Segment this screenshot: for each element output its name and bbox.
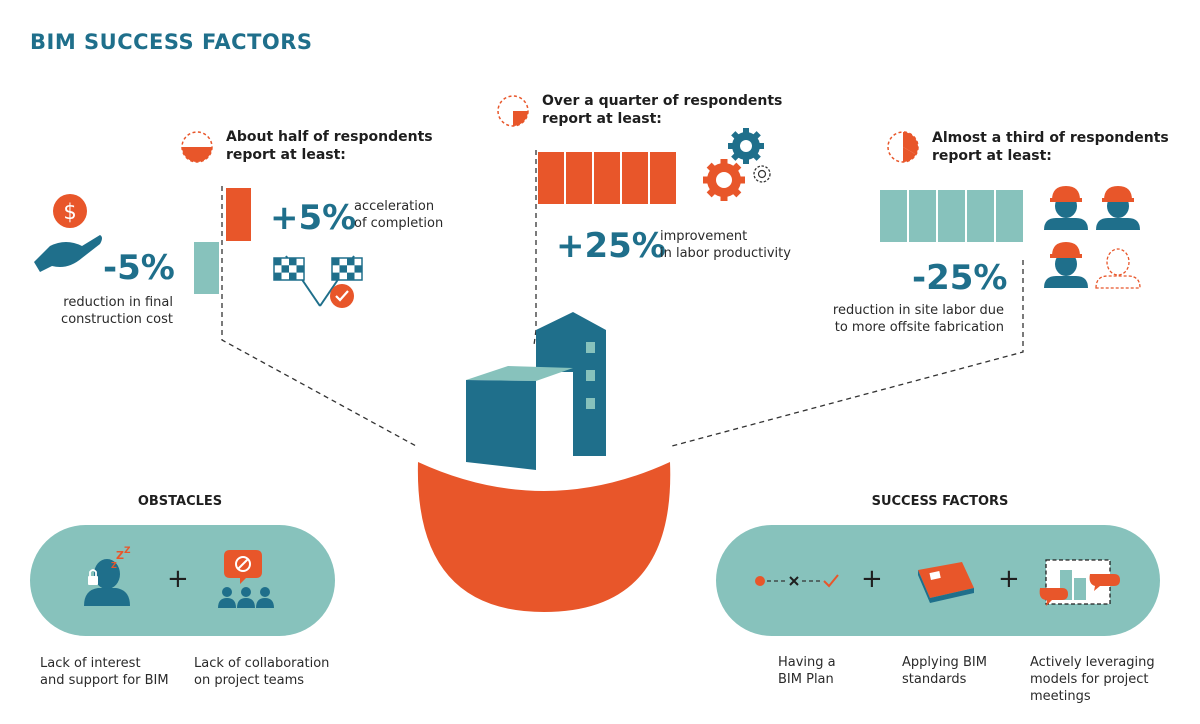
svg-text:Z: Z [124,546,131,556]
obstacles-heading: OBSTACLES [137,494,223,509]
svg-text:$: $ [63,200,76,224]
plan-path-icon [755,574,839,588]
connector-line-left [221,186,417,447]
workers-icon [1044,186,1141,289]
sleeping-person-icon: Z Z Z [84,546,131,606]
half-fill-icon [181,131,213,163]
plus-sign: + [167,564,189,594]
schedule-bar [226,188,251,241]
plus-sign: + [861,564,883,594]
plus-sign: + [998,564,1020,594]
productivity-value: +25% [556,226,666,266]
success-heading: SUCCESS FACTORS [871,494,1009,509]
quarter-fill-icon [497,95,529,127]
model-meeting-icon [1039,559,1120,606]
obstacles-pill [30,525,335,636]
quarter-bars [538,152,676,204]
svg-text:Z: Z [111,561,117,570]
buildings-icon [466,312,606,470]
site-labor-value: -25% [912,258,1008,298]
cost-value: -5% [103,248,175,288]
bowl-icon [417,462,671,612]
schedule-value: +5% [270,198,357,238]
no-communication-icon [218,550,274,608]
hand-money-icon: $ [34,194,102,272]
connector-line-right [671,260,1024,447]
third-bars [880,190,1023,242]
book-icon [918,562,974,603]
svg-text:Z: Z [116,549,124,562]
page-title: BIM SUCCESS FACTORS [30,30,313,54]
connector-line-middle [533,150,537,346]
third-fill-icon [887,131,919,163]
checkered-flags-icon [273,255,363,308]
gears-icon [703,128,771,201]
cost-bar [194,242,219,294]
